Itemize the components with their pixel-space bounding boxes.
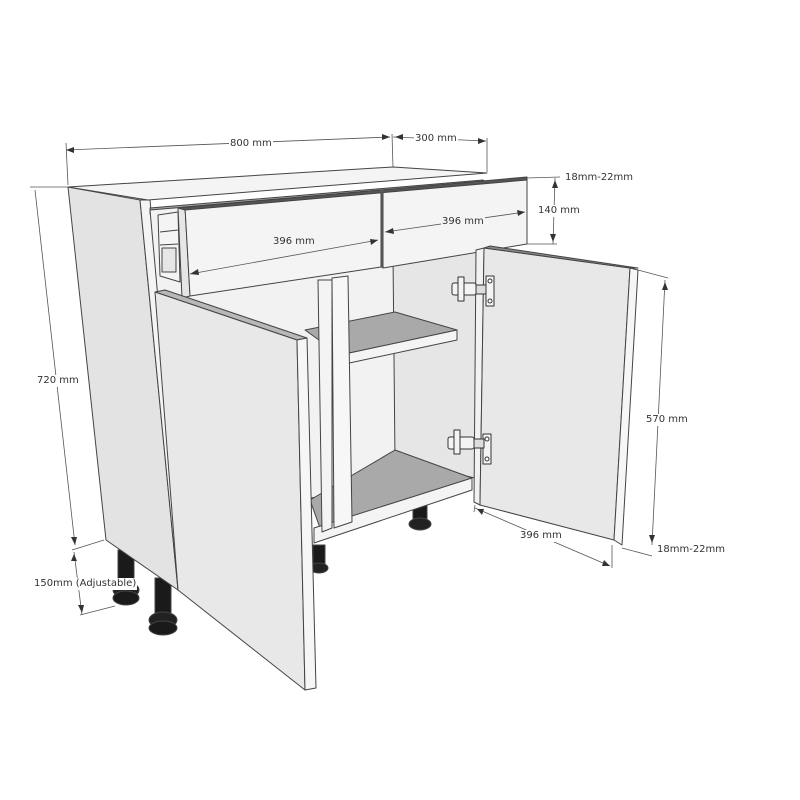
dimension-lines [30, 133, 669, 616]
dim-carcass-height: 720 mm [36, 375, 80, 387]
dim-drawer-front-thickness: 18mm-22mm [564, 172, 635, 184]
drawer-side-box [161, 247, 177, 273]
right-door-front-edge [613, 267, 639, 546]
dim-door-height: 570 mm [645, 414, 689, 426]
hinge-bottom [447, 429, 492, 465]
dimension-arrows [66, 134, 668, 613]
dim-drawer-front-left-width: 396 mm [272, 236, 316, 248]
drawer-front-top-edge [177, 176, 528, 211]
left-door [154, 291, 306, 691]
dim-door-width: 396 mm [519, 530, 563, 542]
right-door [479, 247, 631, 541]
leg-front-left [148, 577, 178, 636]
center-divider-face [331, 275, 353, 529]
dim-door-thickness: 18mm-22mm [656, 544, 727, 556]
hinge-top [451, 275, 495, 307]
dim-drawer-height: 140 mm [537, 205, 581, 217]
dim-drawer-depth: 300 mm [414, 133, 458, 145]
leg-back-center [309, 544, 329, 574]
dim-overall-width: 800 mm [229, 138, 273, 150]
carcass-top [67, 166, 488, 201]
right-door-top-edge [483, 245, 639, 269]
center-divider [317, 279, 333, 533]
carcass-bottom-front-edge [313, 477, 473, 544]
dim-drawer-front-right-width: 396 mm [441, 216, 485, 228]
left-door-side-edge [296, 337, 317, 691]
dim-leg-height: 150mm (Adjustable) [33, 578, 138, 590]
